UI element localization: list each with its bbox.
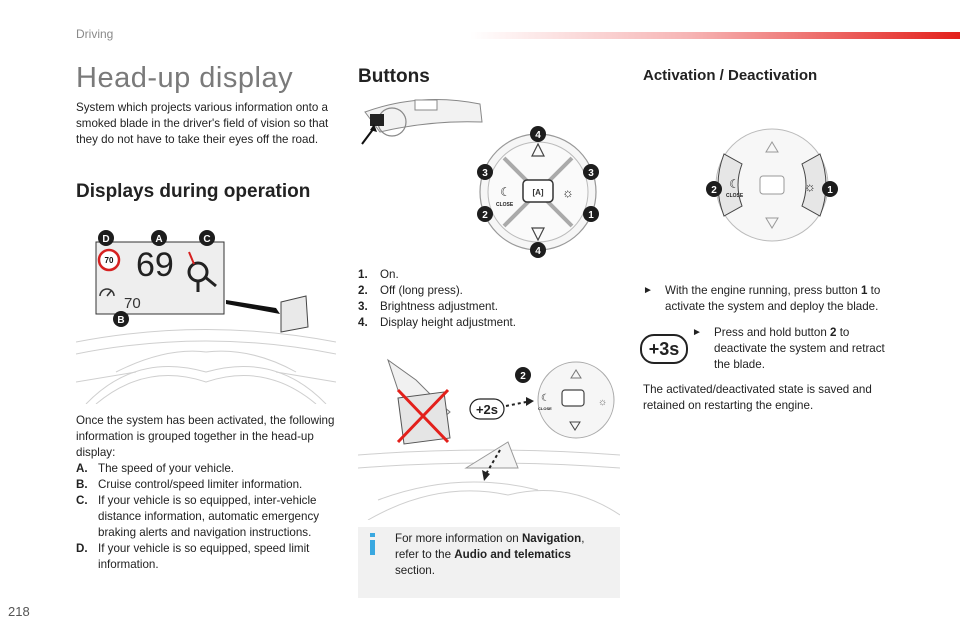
close-label: CLOSE — [726, 193, 744, 199]
svg-text:2: 2 — [520, 371, 526, 382]
callout-3-right: 3 — [583, 164, 599, 180]
svg-text:A: A — [155, 234, 162, 245]
hold-duration-badge — [469, 398, 505, 420]
operation-intro: Once the system has been activated, the … — [76, 414, 335, 459]
callout-b: B — [113, 311, 129, 327]
sun-icon: ☼ — [562, 185, 574, 200]
dashboard-thumbnail — [361, 99, 483, 145]
moon-icon: ☾ — [500, 185, 511, 199]
up-arrow-icon — [531, 142, 545, 157]
svg-text:C: C — [203, 234, 210, 245]
activation-heading: Activation / Deactivation — [643, 67, 818, 84]
bullet-arrow-icon: ► — [692, 327, 702, 338]
hold-3s-badge: +3s — [640, 334, 688, 364]
bullet-arrow-icon: ► — [643, 285, 653, 296]
svg-text:2: 2 — [482, 210, 488, 221]
retract-arrow — [485, 449, 501, 475]
page-title: Head-up display — [76, 62, 294, 94]
buttons-list: 1.On. 2.Off (long press). 3.Brightness a… — [358, 267, 608, 331]
speed-limit-sign — [97, 248, 121, 272]
callout-4-top: 4 — [530, 126, 546, 142]
sun-icon: ☼ — [598, 397, 607, 408]
down-arrow-icon — [765, 217, 779, 229]
button-panel-illustration: [A] ☾ CLOSE ☼ 4 3 3 2 1 4 — [477, 126, 599, 258]
callout-2: 2 — [477, 206, 493, 222]
list-item: B.Cruise control/speed limiter informati… — [76, 478, 303, 491]
svg-text:B: B — [117, 315, 124, 326]
svg-text:1: 1 — [588, 210, 594, 221]
distance-alert-icon — [188, 251, 195, 265]
moon-icon: ☾ — [729, 177, 740, 191]
deactivation-illustration: +2s ☾ CLOSE ☼ 2 — [358, 358, 620, 520]
up-arrow-icon — [765, 141, 779, 153]
callout-a: A — [151, 230, 167, 246]
dotted-arrow — [505, 401, 527, 407]
list-item: A.The speed of your vehicle. — [76, 462, 234, 475]
callout-4-bottom: 4 — [530, 242, 546, 258]
callout-2: 2 — [706, 181, 722, 197]
svg-text:[A]: [A] — [532, 188, 543, 197]
info-note-box — [358, 527, 620, 598]
control-panel-highlight — [370, 114, 384, 126]
callout-c: C — [199, 230, 215, 246]
header-accent-bar — [470, 32, 960, 39]
list-item: 3.Brightness adjustment. — [358, 300, 498, 313]
hud-display-illustration: 70 69 70 D A C B — [76, 230, 336, 404]
list-item: 2.Off (long press). — [358, 284, 463, 297]
list-item: D.If your vehicle is so equipped, speed … — [76, 542, 310, 571]
activation-panel-illustration: ☾ CLOSE ☼ 2 1 — [706, 128, 838, 242]
svg-text:3: 3 — [482, 168, 488, 179]
pointer-arrow — [226, 300, 280, 314]
hud-button-icon — [561, 389, 585, 407]
moon-icon: ☾ — [541, 393, 550, 404]
cruise-value: 70 — [124, 295, 141, 312]
close-label: CLOSE — [538, 406, 552, 411]
callout-d: D — [98, 230, 114, 246]
callout-3-left: 3 — [477, 164, 493, 180]
svg-text:1: 1 — [827, 185, 833, 196]
displays-heading: Displays during operation — [76, 181, 311, 202]
hud-button-icon — [759, 175, 785, 195]
info-note-text: For more information on Navigation, refe… — [395, 532, 585, 577]
list-item: C.If your vehicle is so equipped, inter-… — [76, 494, 320, 539]
callout-1: 1 — [822, 181, 838, 197]
step-activate: ► With the engine running, press button … — [643, 284, 881, 313]
cruise-control-icon — [99, 288, 115, 297]
current-speed: 69 — [136, 246, 174, 284]
svg-text:4: 4 — [535, 246, 541, 257]
down-arrow-icon — [531, 227, 545, 242]
list-item: 1.On. — [358, 268, 399, 281]
close-label: CLOSE — [496, 202, 514, 208]
info-icon — [370, 533, 375, 555]
sun-icon: ☼ — [804, 179, 816, 194]
closing-text: The activated/deactivated state is saved… — [643, 383, 872, 412]
audio-telematics-link: Audio and telematics — [454, 548, 571, 561]
step-deactivate: ► Press and hold button 2 to deactivate … — [692, 326, 885, 371]
buttons-heading: Buttons — [358, 66, 430, 87]
list-item: 4.Display height adjustment. — [358, 316, 516, 329]
hud-button-icon — [522, 179, 554, 203]
dashboard-sketch — [358, 449, 620, 520]
hud-blade — [280, 295, 309, 333]
operation-list: A.The speed of your vehicle. B.Cruise co… — [76, 461, 338, 573]
callout-2: 2 — [515, 367, 531, 383]
left-button — [717, 153, 743, 217]
callout-1: 1 — [583, 206, 599, 222]
intro-text: System which projects various informatio… — [76, 101, 329, 146]
svg-text:2: 2 — [711, 185, 717, 196]
hold-duration-label: +2s — [476, 402, 498, 417]
section-label: Driving — [76, 27, 114, 41]
speed-limit-value: 70 — [105, 256, 114, 265]
svg-text:3: 3 — [588, 168, 594, 179]
page-number: 218 — [8, 604, 30, 619]
svg-text:D: D — [102, 234, 109, 245]
navigation-link: Navigation — [521, 532, 582, 545]
right-button — [801, 153, 827, 217]
svg-text:4: 4 — [535, 130, 541, 141]
dashboard-sketch — [76, 329, 336, 404]
